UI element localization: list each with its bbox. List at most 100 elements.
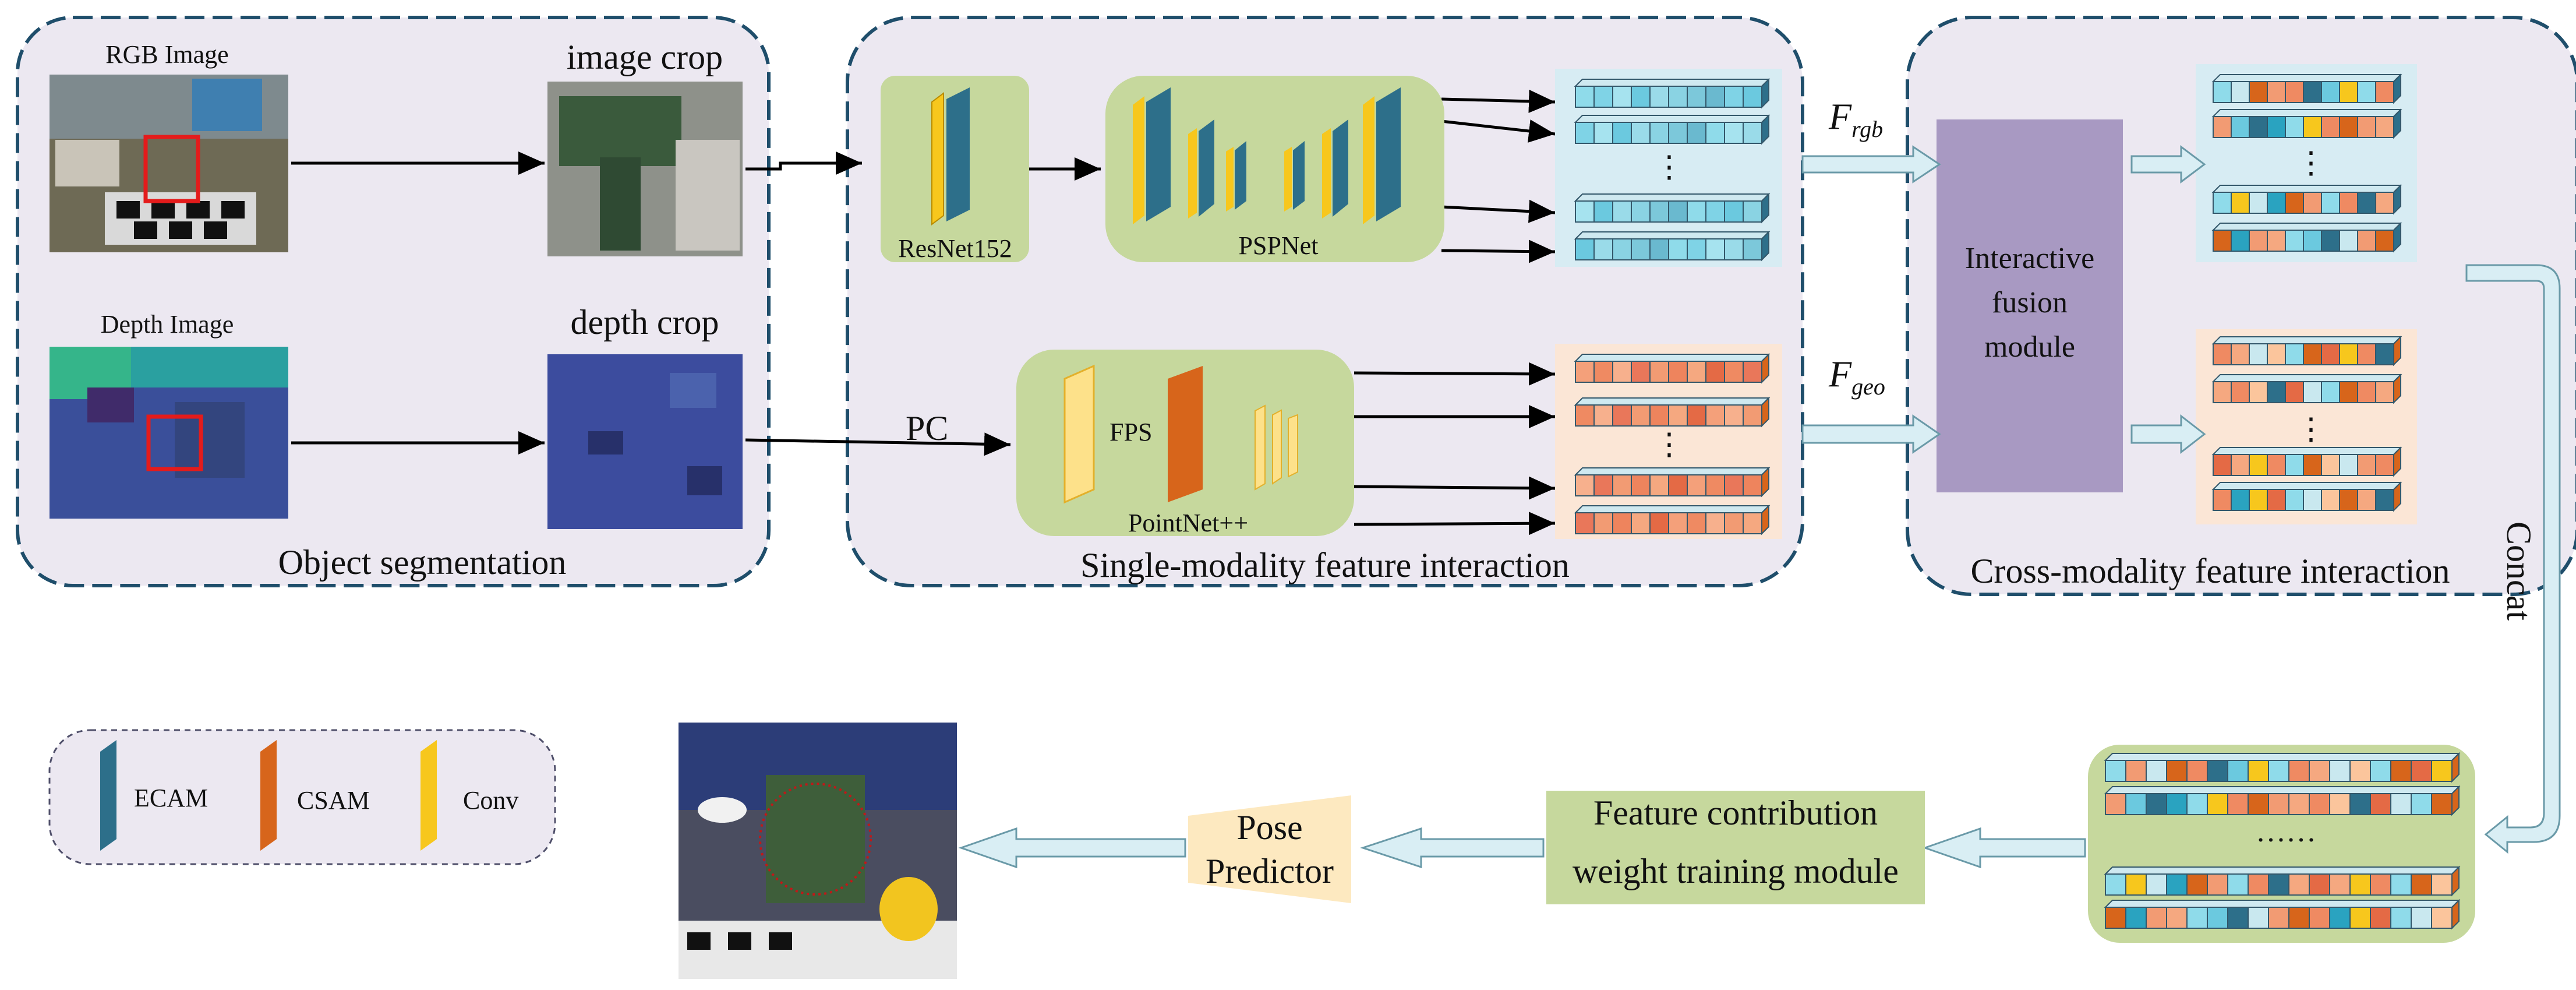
feature-cell [2285,230,2304,252]
feature-bar-side [2393,184,2401,215]
feature-cell [2375,489,2394,511]
feature-cell [2213,454,2232,476]
feature-bar-side [2393,221,2401,253]
flow-arrows [291,89,1556,535]
feature-cell [1649,86,1669,108]
feature-bar-side [2393,446,2401,477]
feature-bar-side [2393,108,2401,139]
feature-cell [2285,116,2304,138]
feature-bar-top [2211,223,2402,231]
feature-cell [1649,200,1669,223]
feature-cell [2339,116,2358,138]
feature-cell [2249,454,2268,476]
feature-cell [2213,192,2232,214]
feature-cell [1575,200,1595,223]
feature-cell [2285,81,2304,103]
feature-cell [1668,404,1688,427]
feature-cell [2321,489,2340,511]
feature-cell [2105,873,2126,896]
feature-cell [2213,116,2232,138]
feature-cell [2248,873,2269,896]
feature-cell [2249,230,2268,252]
pose-predictor-label-2: Predictor [1206,852,1334,890]
depth-crop-thumbnail [547,354,743,529]
feature-cell [2288,873,2310,896]
feature-cell [1631,86,1651,108]
feature-cell [2321,81,2340,103]
feature-cell [2213,381,2232,403]
feature-cell [2268,873,2289,896]
feature-cell [2231,116,2250,138]
feature-cell [1668,474,1688,496]
feature-cell [2357,454,2376,476]
feature-cell [2339,81,2358,103]
feature-cell [1687,474,1706,496]
feature-bar-top [2211,447,2402,455]
feature-cell [2390,873,2412,896]
feature-bar-side [2393,335,2401,367]
feature-cell [1705,200,1725,223]
feature-bar-top [2211,185,2402,193]
legend-csam-label: CSAM [297,786,370,815]
feature-cell [2375,230,2394,252]
feature-bar-top [2211,74,2402,82]
feature-cell [1743,404,1762,427]
feature-cell [1705,474,1725,496]
feature-bar-top [1574,79,1771,87]
fused-rgb-bars [2211,73,2402,253]
feature-bar-side [2451,899,2460,930]
rgb-image-thumbnail [50,75,288,252]
feature-cell [2105,907,2126,929]
feature-cell [2431,793,2453,815]
feature-cell [1724,404,1744,427]
feature-cell [1705,512,1725,534]
feature-cell [1705,238,1725,260]
feature-cell [2309,760,2330,782]
feature-cell [1649,238,1669,260]
feature-cell [2321,454,2340,476]
feature-cell [1612,512,1632,534]
feature-bar-top [2211,482,2402,490]
feature-cell [2357,343,2376,365]
weight-module-label-2: weight training module [1573,852,1899,890]
feature-cell [1631,512,1651,534]
object-segmentation-title: Object segmentation [278,543,567,582]
feature-bar-side [2393,373,2401,404]
feature-cell [1668,86,1688,108]
feature-bar-top [2104,900,2461,908]
feature-cell [2231,454,2250,476]
image-crop-thumbnail [547,82,743,256]
feature-bar-side [1761,77,1769,109]
feature-cell [2285,381,2304,403]
feature-cell [1593,474,1613,496]
concat-label: Concat [2500,522,2538,621]
legend-ecam-label: ECAM [134,784,209,812]
feature-cell [2303,230,2322,252]
feature-cell [2249,343,2268,365]
feature-bar-side [2451,785,2460,816]
feature-cell [2213,343,2232,365]
feature-cell [1724,474,1744,496]
feature-cell [1743,474,1762,496]
feature-cell [2321,343,2340,365]
feature-bar-top [2211,374,2402,382]
feature-cell [2146,760,2167,782]
feature-bar-top [2104,866,2461,875]
feature-cell [2339,343,2358,365]
feature-cell [1687,200,1706,223]
feature-cell [1724,122,1744,144]
feature-cell [1631,200,1651,223]
pointnet-label: PointNet++ [1128,509,1249,537]
feature-cell [2268,760,2289,782]
weight-training-module [1546,791,1925,904]
feature-cell [2309,793,2330,815]
feature-cell [2249,381,2268,403]
geo-feature-bars [1574,353,1771,535]
legend-glyphs [100,740,437,851]
feature-cell [2125,907,2147,929]
feature-cell [2285,192,2304,214]
feature-cell [1668,361,1688,383]
conv-legend-icon [421,740,437,851]
feature-cell [2227,907,2249,929]
resnet-layers [931,87,970,226]
